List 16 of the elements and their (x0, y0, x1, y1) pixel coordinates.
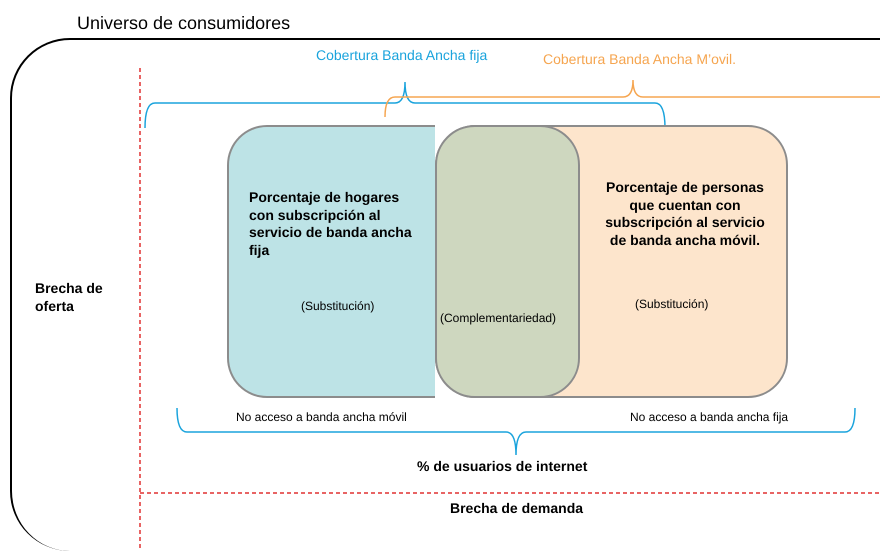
overlap-box (435, 125, 580, 398)
bracket-label: Cobertura Banda Ancha M’ovil. (543, 51, 736, 68)
rounded-box (435, 125, 788, 398)
note-text: (Substitución) (301, 299, 376, 314)
box-text: Porcentaje de personas que cuentan con subscripción al servicio de banda ancha móvil. (605, 179, 765, 249)
bracket-label: % de usuarios de internet (417, 458, 588, 476)
region-label: No acceso a banda ancha fija (630, 410, 788, 425)
box-text: Porcentaje de hogares con subscripción al servicio de banda ancha fija (249, 189, 413, 259)
bracket-label: Cobertura Banda Ancha fija (316, 47, 488, 64)
axis-label: Brecha de oferta (35, 280, 104, 315)
region-label: No acceso a banda ancha móvil (236, 410, 407, 425)
note-text: (Complementariedad) (440, 311, 558, 326)
note-text: (Substitución) (635, 297, 710, 312)
rounded-box (227, 125, 435, 398)
frame-title: Universo de consumidores (77, 12, 292, 34)
axis-label: Brecha de demanda (450, 500, 584, 518)
